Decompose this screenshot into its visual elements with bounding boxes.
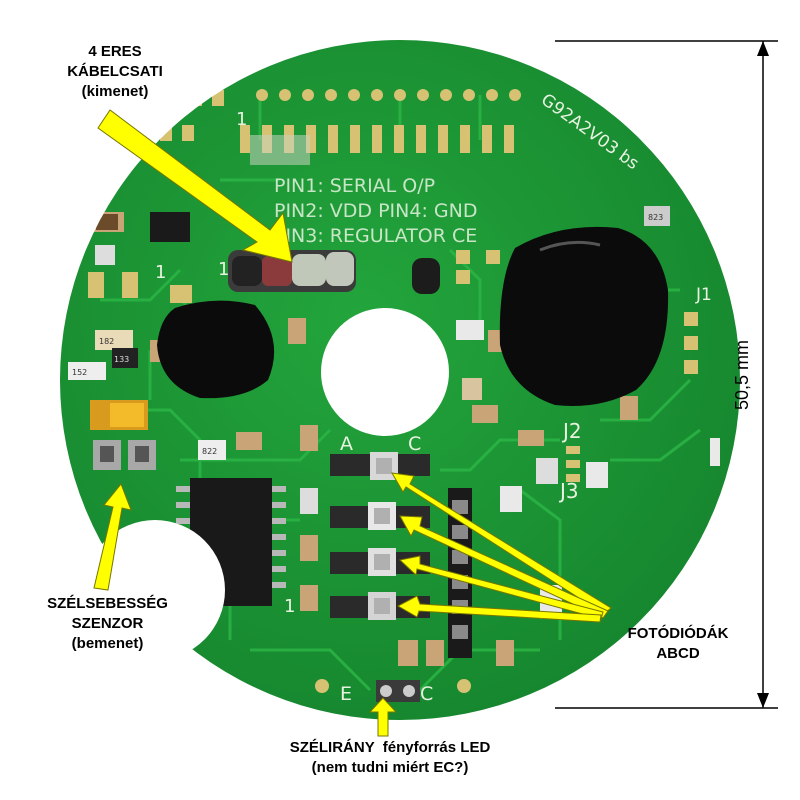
photodiodes-label-line-2: ABCD — [656, 645, 700, 662]
pin-line-2: PIN2: VDD PIN4: GND — [274, 200, 477, 222]
jumper-j3: J3 — [558, 479, 579, 503]
direction-led-label-line-2: (nem tudni miért EC?) — [311, 759, 469, 776]
photodiodes-label-line-1: FOTÓDIÓDÁK — [627, 625, 729, 642]
cable-arrow — [97, 109, 293, 263]
component-code: 152 — [72, 368, 87, 377]
pin-one-mark: 1 — [155, 262, 166, 283]
jumper-j1: J1 — [695, 285, 712, 305]
component-code: 133 — [114, 355, 129, 364]
pin-one-mark: 1 — [236, 109, 247, 130]
cable-label-line-3: (kimenet) — [81, 83, 149, 100]
component-code: 182 — [99, 337, 114, 346]
photodiode-pin-c: C — [408, 433, 421, 455]
dimension-marker — [555, 40, 778, 709]
component-code: 823 — [648, 213, 663, 222]
annotation-arrows — [93, 109, 612, 737]
wind-speed-label-line-3: (bemenet) — [71, 635, 144, 652]
direction-led-label-line-1: SZÉLIRÁNY fényforrás LED — [289, 739, 491, 756]
cable-label-line-2: KÁBELCSATI — [67, 63, 163, 80]
photodiode-arrows — [391, 472, 612, 623]
pin-one-mark: 1 — [218, 259, 229, 280]
wind-speed-label: SZÉLSEBESSÉG SZENZOR (bemenet) — [10, 594, 205, 654]
led-pin-c: C — [420, 683, 433, 705]
component-code: 822 — [202, 447, 217, 456]
cable-label: 4 ERES KÁBELCSATI (kimenet) — [20, 42, 210, 102]
photodiodes-label: FOTÓDIÓDÁK ABCD — [608, 624, 748, 664]
wind-speed-label-line-2: SZENZOR — [71, 615, 144, 632]
wind-speed-label-line-1: SZÉLSEBESSÉG — [47, 595, 168, 612]
pin-line-3: PIN3: REGULATOR CE — [274, 225, 477, 247]
led-pin-e: E — [340, 683, 352, 705]
pin-one-mark: 1 — [284, 596, 295, 617]
dimension-label: 50,5 mm — [732, 340, 752, 410]
led-arrow — [368, 697, 398, 737]
speed-sensor-arrow — [93, 483, 132, 591]
photodiode-row — [330, 452, 430, 620]
direction-led-label: SZÉLIRÁNY fényforrás LED (nem tudni miér… — [230, 738, 550, 778]
ic-chip — [176, 478, 286, 606]
photodiode-pin-a: A — [340, 433, 353, 455]
cable-label-line-1: 4 ERES — [88, 43, 142, 60]
jumper-j2: J2 — [561, 419, 582, 443]
pin-line-1: PIN1: SERIAL O/P — [274, 175, 435, 197]
